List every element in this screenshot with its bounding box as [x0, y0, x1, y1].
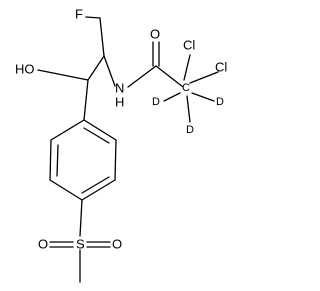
- atom-carbonyl-oxygen: O: [150, 27, 160, 42]
- atom-amide-nitrogen: N: [115, 81, 124, 96]
- atom-amide-hydrogen: H: [115, 95, 124, 110]
- bond-lines: [37, 16, 219, 283]
- atom-deuterium-2: D: [216, 96, 224, 108]
- bond-c-d-1: [163, 92, 181, 102]
- atom-sulfonyl-oxygen-1: O: [38, 237, 48, 252]
- atom-sulfur: S: [76, 237, 85, 252]
- atom-deuterium-3: D: [186, 124, 194, 136]
- bond-n-carbonyl: [127, 65, 157, 88]
- bond-carbonyl-ccl2: [155, 65, 184, 88]
- ring-double-2: [81, 176, 110, 194]
- bond-c1-ar: [83, 79, 89, 121]
- ring-bond-1: [50, 119, 85, 141]
- atom-fluorine: F: [75, 7, 83, 22]
- bond-ar-s: [79, 199, 83, 237]
- atom-sulfonyl-oxygen-2: O: [112, 237, 122, 252]
- bond-f-ch2: [85, 16, 101, 19]
- atom-labels: F HO N H O Cl Cl C D D D S O O: [15, 7, 227, 252]
- ring-bond-3: [49, 179, 83, 201]
- ring-bond-6: [83, 119, 117, 141]
- bond-c2-c1: [87, 55, 105, 81]
- ring-bond-5: [114, 139, 117, 181]
- ring-double-3: [83, 127, 110, 144]
- chemical-structure: F HO N H O Cl Cl C D D D S O O: [15, 7, 227, 283]
- atom-carbon-dichloro: C: [182, 82, 190, 94]
- atom-hydroxyl-oxygen: HO: [15, 62, 35, 77]
- atom-chlorine-1: Cl: [183, 38, 195, 53]
- bond-c-cl-2: [189, 71, 219, 84]
- bond-c2-n: [103, 55, 116, 87]
- bond-ch2-c2: [99, 17, 105, 57]
- atom-deuterium-1: D: [152, 96, 160, 108]
- bond-c-d-2: [191, 92, 215, 102]
- bond-c1-oh: [37, 69, 89, 81]
- ring-double-1: [56, 144, 59, 177]
- atom-chlorine-2: Cl: [215, 60, 227, 75]
- bond-c-d-3: [186, 95, 191, 123]
- ring-bond-2: [49, 139, 52, 181]
- ring-bond-4: [81, 179, 116, 201]
- bond-c-cl-1: [183, 54, 191, 81]
